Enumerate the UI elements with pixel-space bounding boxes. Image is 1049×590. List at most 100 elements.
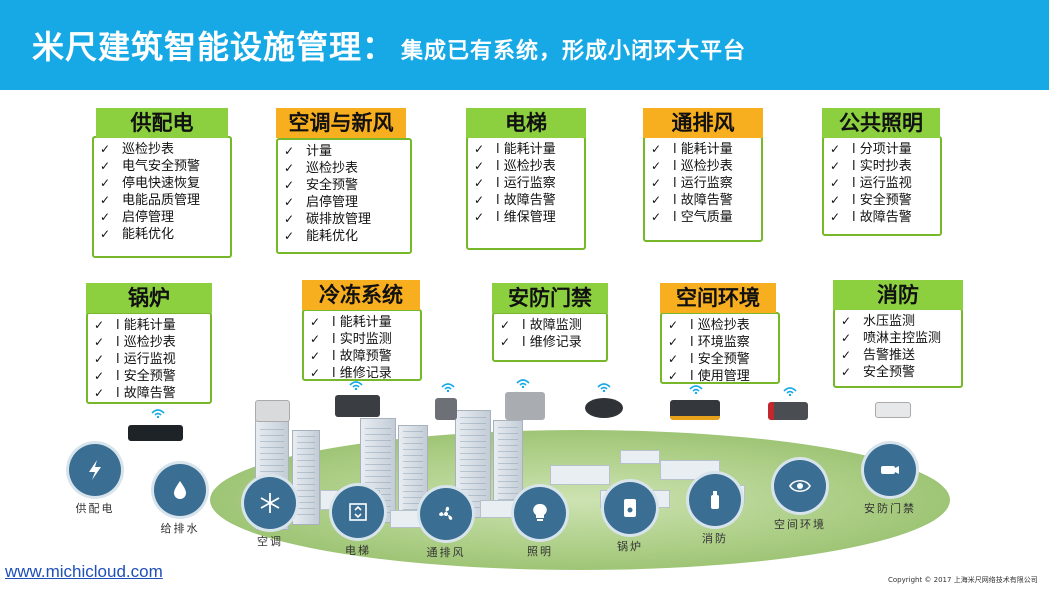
system-label: 给排水 [160, 522, 200, 535]
check-icon: ✓ [310, 349, 321, 363]
feature-item: ✓l 运行监视 [94, 351, 210, 368]
check-icon: ✓ [100, 193, 111, 207]
meter-device [255, 400, 290, 422]
category-title: 供配电 [96, 108, 228, 138]
category-box: ✓计量✓巡检抄表✓安全预警✓启停管理✓碳排放管理✓能耗优化 [276, 138, 412, 254]
check-icon: ✓ [94, 386, 105, 400]
feature-label: 计量 [306, 144, 333, 159]
feature-label: l 运行监视 [852, 176, 912, 191]
check-icon: ✓ [841, 365, 852, 379]
feature-label: 安全预警 [306, 178, 359, 193]
check-icon: ✓ [100, 176, 111, 190]
system-label: 空调 [257, 535, 283, 548]
category-title: 安防门禁 [492, 283, 608, 313]
category-box: ✓l 能耗计量✓l 巡检抄表✓l 运行监视✓l 安全预警✓l 故障告警 [86, 312, 212, 404]
system-icon-5 [420, 488, 472, 540]
feature-list: ✓l 故障监测✓l 维修记录 [494, 314, 606, 351]
feature-label: l 故障告警 [673, 193, 733, 208]
check-icon: ✓ [668, 318, 679, 332]
wifi-icon [596, 382, 612, 392]
check-icon: ✓ [310, 366, 321, 380]
feature-label: l 安全预警 [116, 369, 176, 384]
check-icon: ✓ [474, 193, 485, 207]
feature-label: 告警推送 [863, 348, 916, 363]
feature-item: ✓能耗优化 [284, 228, 410, 245]
wifi-icon [688, 384, 704, 394]
check-icon: ✓ [474, 142, 485, 156]
feature-label: l 能耗计量 [116, 318, 176, 333]
feature-list: ✓l 能耗计量✓l 巡检抄表✓l 运行监察✓l 故障告警✓l 空气质量 [645, 138, 761, 226]
feature-list: ✓计量✓巡检抄表✓安全预警✓启停管理✓碳排放管理✓能耗优化 [278, 140, 410, 245]
category-box: ✓l 能耗计量✓l 实时监测✓l 故障预警✓l 维修记录 [302, 309, 422, 381]
feature-item: ✓ l 维保管理 [474, 209, 584, 226]
feature-list: ✓巡检抄表✓电气安全预警✓停电快速恢复✓电能品质管理✓启停管理✓能耗优化 [94, 138, 230, 243]
check-icon: ✓ [651, 159, 662, 173]
feature-label: 碳排放管理 [306, 212, 372, 227]
feature-item: ✓ l 能耗计量 [474, 141, 584, 158]
feature-label: l 运行监察 [496, 176, 556, 191]
feature-label: l 巡检抄表 [673, 159, 733, 174]
feature-item: ✓l 故障告警 [830, 209, 940, 226]
feature-label: l 空气质量 [673, 210, 733, 225]
check-icon: ✓ [830, 159, 841, 173]
feature-label: l 巡检抄表 [116, 335, 176, 350]
check-icon: ✓ [841, 331, 852, 345]
check-icon: ✓ [474, 210, 485, 224]
system-label: 照明 [527, 545, 553, 558]
feature-list: ✓ l 分项计量 ✓ l 实时抄表 ✓ l 运行监视✓l 安全预警✓l 故障告警 [824, 138, 940, 226]
feature-label: l 使用管理 [690, 369, 750, 384]
module-device [768, 402, 808, 420]
wifi-icon [348, 380, 364, 390]
feature-label: 水压监测 [863, 314, 916, 329]
building [620, 450, 660, 464]
feature-item: ✓l 故障告警 [474, 192, 584, 209]
check-icon: ✓ [668, 352, 679, 366]
feature-item: ✓启停管理 [284, 194, 410, 211]
check-icon: ✓ [830, 210, 841, 224]
check-icon: ✓ [830, 176, 841, 190]
feature-item: ✓l 安全预警 [668, 351, 778, 368]
feature-label: 能耗优化 [306, 229, 359, 244]
feature-label: l 运行监察 [673, 176, 733, 191]
feature-label: l 维修记录 [522, 335, 582, 350]
feature-label: l 维保管理 [496, 210, 556, 225]
category-title: 空调与新风 [276, 108, 406, 138]
system-icon-7 [604, 482, 656, 534]
check-icon: ✓ [284, 161, 295, 175]
title-main: 米尺建筑智能设施管理： [32, 28, 396, 66]
feature-item: ✓l 安全预警 [830, 192, 940, 209]
wifi-icon [150, 408, 166, 418]
feature-item: ✓巡检抄表 [100, 141, 230, 158]
feature-list: ✓l 巡检抄表✓l 环境监察✓l 安全预警✓l 使用管理 [662, 314, 778, 385]
feature-label: l 能耗计量 [496, 142, 556, 157]
feature-label: l 实时抄表 [852, 159, 912, 174]
check-icon: ✓ [830, 193, 841, 207]
check-icon: ✓ [651, 193, 662, 207]
check-icon: ✓ [841, 314, 852, 328]
feature-item: ✓ l 巡检抄表 [668, 317, 778, 334]
gateway-device [435, 398, 457, 420]
system-label: 通排风 [426, 546, 466, 559]
feature-label: l 分项计量 [852, 142, 912, 157]
wifi-icon [440, 382, 456, 392]
system-label: 消防 [702, 532, 728, 545]
system-icon-3 [244, 477, 296, 529]
check-icon: ✓ [651, 176, 662, 190]
website-link[interactable]: www.michicloud.com [5, 562, 163, 581]
check-icon: ✓ [310, 332, 321, 346]
check-icon: ✓ [474, 176, 485, 190]
feature-item: ✓ l 运行监视 [830, 175, 940, 192]
category-title: 锅炉 [86, 283, 212, 313]
feature-item: ✓计量 [284, 143, 410, 160]
feature-label: l 能耗计量 [673, 142, 733, 157]
wifi-icon [782, 386, 798, 396]
wifi-icon [515, 378, 531, 388]
feature-label: l 巡检抄表 [690, 318, 750, 333]
check-icon: ✓ [100, 227, 111, 241]
system-label: 锅炉 [617, 540, 643, 553]
category-box: ✓巡检抄表✓电气安全预警✓停电快速恢复✓电能品质管理✓启停管理✓能耗优化 [92, 136, 232, 258]
check-icon: ✓ [500, 318, 511, 332]
system-icon-2 [154, 464, 206, 516]
feature-label: l 故障告警 [116, 386, 176, 401]
check-icon: ✓ [651, 142, 662, 156]
